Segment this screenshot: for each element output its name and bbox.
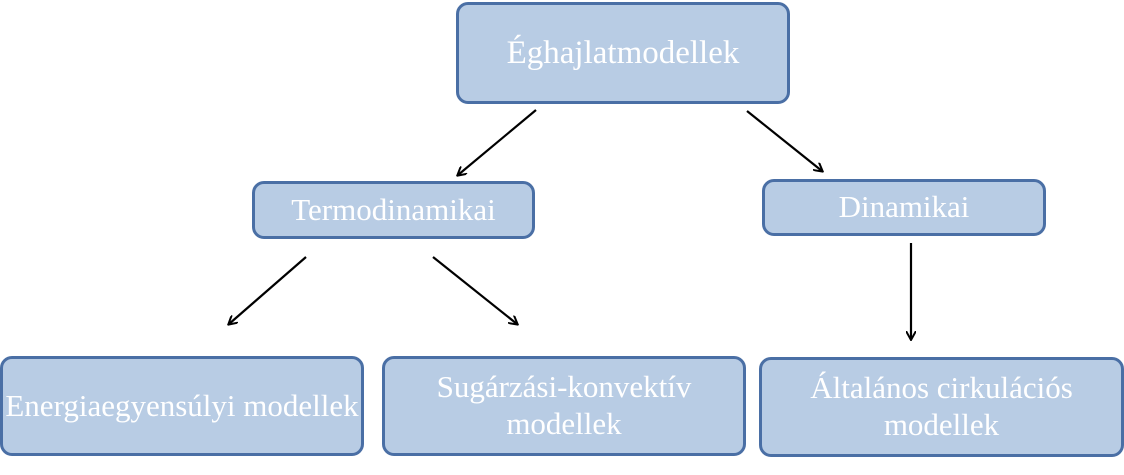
node-climate-models: Éghajlatmodellek (456, 2, 790, 104)
node-energy-balance-models: Energiaegyensúlyi modellek (0, 356, 364, 456)
node-label: Éghajlatmodellek (506, 34, 740, 71)
arrow-thermodynamic-to-radiative-convective (432, 256, 517, 324)
arrow-root-to-dynamic (746, 110, 822, 171)
node-radiative-convective-models: Sugárzási-konvektív modellek (382, 356, 746, 456)
node-label: Dinamikai (838, 189, 970, 225)
node-label: Általános cirkulációs modellek (810, 370, 1073, 442)
node-label: Termodinamikai (291, 191, 496, 227)
arrow-root-to-thermodynamic (458, 109, 537, 175)
node-dynamic: Dinamikai (762, 179, 1046, 236)
node-label: Energiaegyensúlyi modellek (5, 387, 359, 423)
node-label: Sugárzási-konvektív modellek (436, 369, 692, 441)
node-thermodynamic: Termodinamikai (252, 181, 535, 239)
arrow-thermodynamic-to-energy-balance (229, 256, 307, 324)
node-general-circulation-models: Általános cirkulációs modellek (759, 357, 1124, 457)
